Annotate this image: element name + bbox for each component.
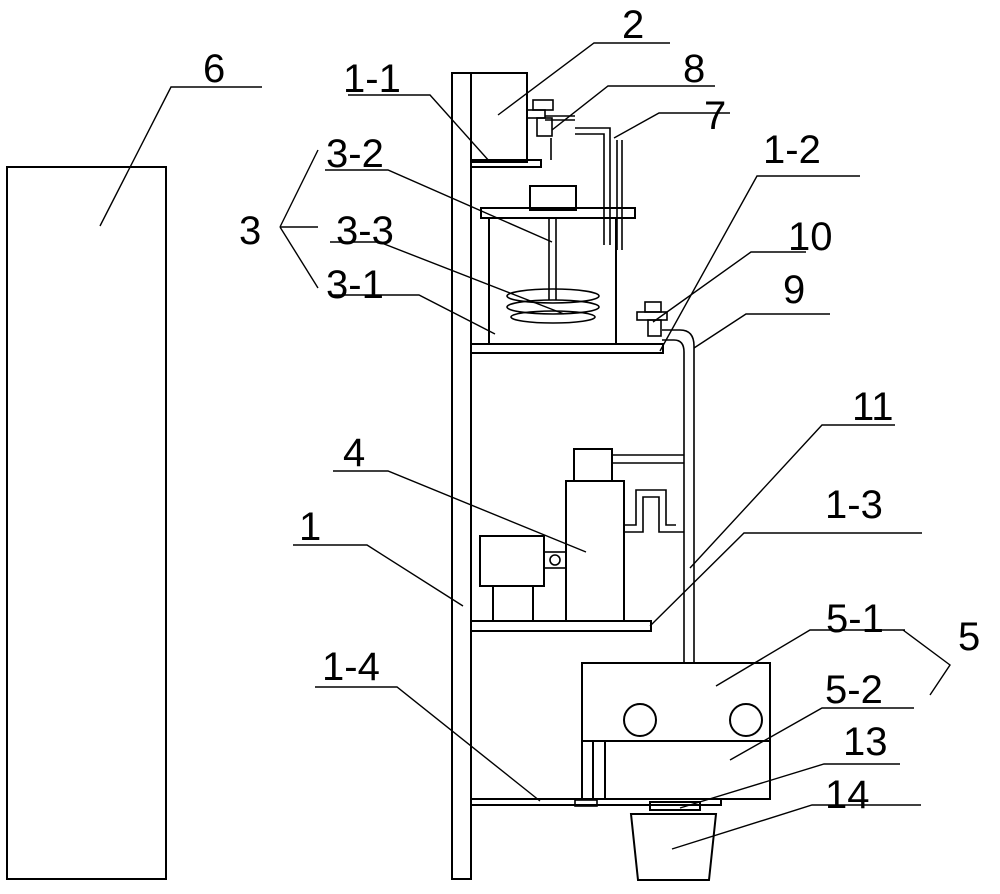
pump-body [565,480,625,622]
component-1-4-bottom-bar [470,798,722,807]
pump-motor [479,535,545,587]
label-4: 4 [343,431,365,475]
label-3-1: 3-1 [326,263,384,307]
component-1-3-shelf [470,620,652,632]
pump-head [573,448,613,482]
pump-coupling [543,551,567,569]
component-3-3-blade [506,288,600,304]
leader-lines [99,42,951,850]
label-14: 14 [825,773,870,817]
label-3-3: 3-3 [336,209,394,253]
roller-right [729,703,763,737]
component-8-coupling [526,99,575,160]
mixer-motor-block [529,185,577,211]
label-1-3: 1-3 [825,483,883,527]
label-1-2: 1-2 [763,128,821,172]
label-13: 13 [843,720,888,764]
pump-motor-base [492,585,534,622]
component-5-1-upper-box [581,662,771,742]
label-1-4: 1-4 [322,645,380,689]
component-10-valve [636,301,668,337]
label-10: 10 [788,215,833,259]
component-11-pipe [683,540,695,664]
label-8: 8 [683,47,705,91]
component-7-rod [575,127,623,250]
label-6: 6 [203,47,225,91]
label-5-2: 5-2 [825,668,883,712]
label-3: 3 [239,209,261,253]
label-3-2: 3-2 [326,132,384,176]
label-7: 7 [704,94,726,138]
label-9: 9 [783,268,805,312]
label-1-1: 1-1 [343,57,401,101]
label-11: 11 [852,385,894,429]
label-5: 5 [958,615,980,659]
label-2: 2 [622,3,644,47]
component-5-2-lower-box [604,740,771,800]
label-1: 1 [299,505,321,549]
component-3-1-container [488,217,617,345]
component-6-tank [6,166,167,880]
component-1-frame-post [451,72,472,880]
component-13-outlet [649,801,701,811]
component-2-motor [470,72,528,163]
component-4-pump [479,448,684,622]
component-5-unit [581,662,771,800]
component-14-bucket [629,813,718,881]
roller-left [623,703,657,737]
component-1-2-shelf [470,343,664,354]
component-9-pipe [662,329,695,540]
component-1-1-upper-shelf [470,159,542,168]
component-3-mixer [480,185,636,345]
label-5-1: 5-1 [826,597,884,641]
